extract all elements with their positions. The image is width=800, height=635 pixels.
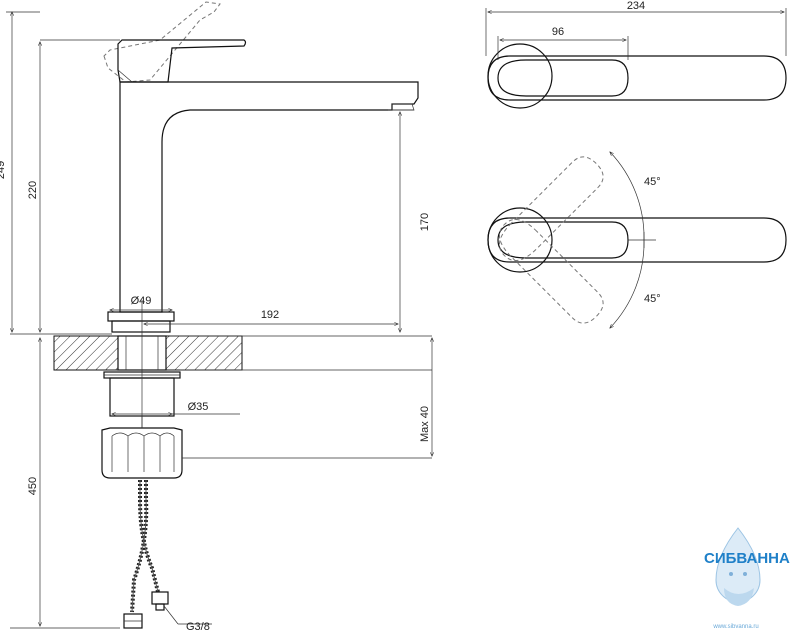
dim-base-diameter: Ø49 xyxy=(131,295,152,307)
dim-reach: 192 xyxy=(261,309,279,321)
countertop-hatch-right xyxy=(165,335,243,371)
dim-top-handle-length: 96 xyxy=(552,26,564,38)
countertop-hatch-left xyxy=(53,335,119,371)
top-view-upper xyxy=(487,43,787,109)
side-dimensions: 249 220 170 Ø49 192 Ø35 Max 40 450 G3/8 xyxy=(0,12,432,633)
logo-name: СИБВАННА xyxy=(704,550,790,567)
top-handle-upper xyxy=(487,55,787,101)
top-dimensions: 234 96 xyxy=(485,0,787,60)
dim-hose-thread: G3/8 xyxy=(186,621,210,633)
dim-shank-diameter: Ø35 xyxy=(188,401,209,413)
faucet-side-view xyxy=(103,1,419,333)
angle-upper: 45° xyxy=(644,176,661,188)
dim-hose-length: 450 xyxy=(27,477,39,495)
countertop-section xyxy=(53,335,243,479)
angle-lower: 45° xyxy=(644,293,661,305)
logo-site: www.sibvanna.ru xyxy=(712,624,758,630)
handle-alt-position xyxy=(103,1,221,83)
dim-top-total-length: 234 xyxy=(627,0,645,12)
top-handle-lower xyxy=(487,217,787,263)
dim-total-height: 249 xyxy=(0,161,7,179)
top-view-rotation: 45° 45° xyxy=(487,151,787,329)
flexible-hoses xyxy=(123,480,169,629)
dim-clearance: 170 xyxy=(419,213,431,231)
brand-logo: СИБВАННА www.sibvanna.ru xyxy=(704,527,790,630)
fixing-nut xyxy=(101,427,183,479)
dim-spout-height: 220 xyxy=(27,181,39,199)
faucet-body xyxy=(119,81,419,313)
faucet-base xyxy=(107,311,175,322)
faucet-handle xyxy=(117,39,247,83)
hose-nut-right xyxy=(151,591,169,605)
dim-max-thickness: Max 40 xyxy=(419,406,431,442)
